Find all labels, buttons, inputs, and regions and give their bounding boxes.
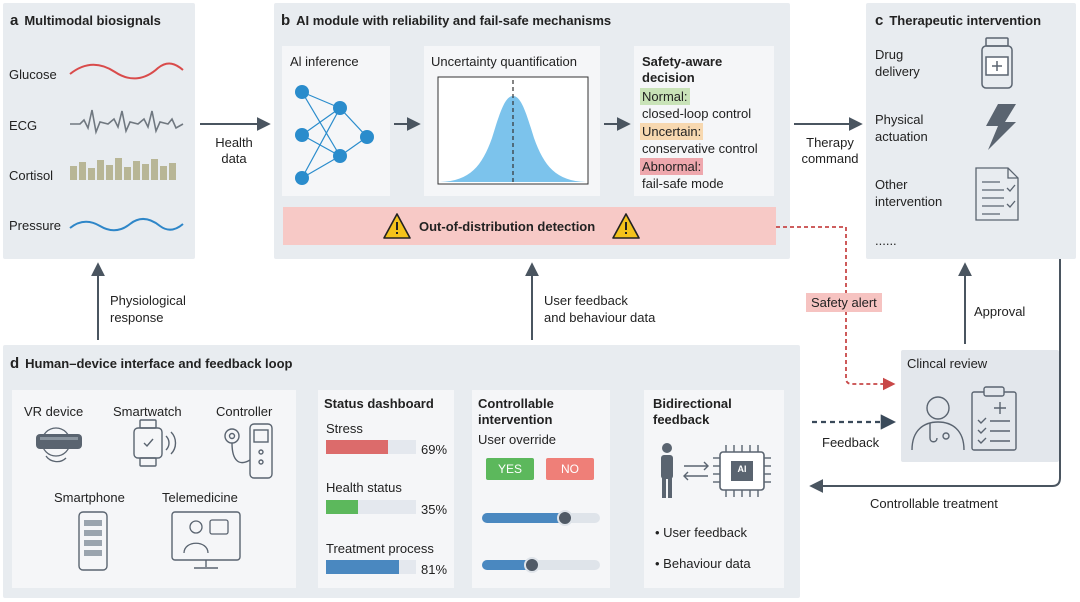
- flow-physio-1: Physiological: [110, 293, 186, 308]
- signal-label-cortisol: Cortisol: [9, 168, 54, 183]
- flow-therapy-2: command: [801, 151, 859, 166]
- flow-controllable-treatment: Controllable treatment: [870, 496, 998, 511]
- flow-approval: Approval: [974, 304, 1026, 319]
- slider-2-fill: [482, 560, 532, 570]
- drug-delivery-line2: delivery: [875, 64, 920, 79]
- panel-a-title-text: Multimodal biosignals: [24, 13, 161, 28]
- slider-1-knob[interactable]: [556, 510, 573, 526]
- panel-a-title: a Multimodal biosignals: [10, 12, 161, 29]
- panel-c-title-text: Therapeutic intervention: [889, 13, 1042, 28]
- uncertainty-label: Uncertainty quantification: [431, 54, 577, 69]
- metric-stress-fill: [326, 440, 389, 454]
- no-button[interactable]: NO: [546, 458, 594, 480]
- panel-b-title: b AI module with reliability and fail-saf…: [281, 12, 611, 29]
- device-vr-label: VR device: [24, 404, 84, 419]
- metric-health-bar: [326, 500, 416, 514]
- physical-actuation-line1: Physical: [875, 112, 924, 127]
- intervention-slider-1[interactable]: [482, 510, 600, 526]
- device-controller-label: Controller: [216, 404, 273, 419]
- slider-1-fill: [482, 513, 565, 523]
- user-override-label: User override: [478, 432, 557, 447]
- panel-d-letter: d: [10, 355, 20, 372]
- controllable-title-2: intervention: [478, 412, 553, 427]
- uncertain-tag: Uncertain:: [640, 123, 704, 140]
- abnormal-tag: Abnormal:: [640, 158, 704, 175]
- device-smartphone-label: Smartphone: [54, 490, 125, 505]
- yes-button[interactable]: YES: [486, 458, 534, 480]
- decision-title-1: Safety-aware: [642, 54, 723, 69]
- panel-b-title-text: AI module with reliability and fail-safe…: [296, 13, 612, 28]
- intervention-slider-2[interactable]: [482, 557, 600, 573]
- metric-treatment-pct: 81%: [421, 562, 448, 577]
- more-interventions: ......: [875, 233, 897, 248]
- bidirectional-item-behaviour-data: • Behaviour data: [655, 556, 751, 571]
- flow-therapy-1: Therapy: [806, 135, 854, 150]
- flow-user-feedback-1: User feedback: [544, 293, 628, 308]
- panel-a-letter: a: [10, 12, 19, 29]
- signal-label-glucose: Glucose: [9, 67, 57, 82]
- abnormal-desc: fail-safe mode: [642, 176, 724, 191]
- metric-treatment-fill: [326, 560, 399, 574]
- metric-health-pct: 35%: [421, 502, 448, 517]
- signal-label-pressure: Pressure: [9, 218, 62, 233]
- normal-desc: closed-loop control: [642, 106, 752, 121]
- drug-delivery-line1: Drug: [875, 47, 904, 62]
- ood-label: Out-of-distribution detection: [419, 219, 596, 234]
- safety-alert-label: Safety alert: [806, 293, 882, 312]
- metric-health-label: Health status: [326, 480, 402, 495]
- panel-therapeutic-intervention: [866, 3, 1076, 259]
- uncertain-desc: conservative control: [642, 141, 758, 156]
- physical-actuation-line2: actuation: [875, 129, 928, 144]
- other-intervention-line1: Other: [875, 177, 908, 192]
- panel-d-title: d Human–device interface and feedback loo…: [10, 355, 292, 372]
- controllable-intervention-card: [472, 390, 610, 588]
- slider-2-knob[interactable]: [523, 557, 540, 573]
- signal-label-ecg: ECG: [9, 118, 38, 133]
- flow-feedback: Feedback: [822, 435, 880, 450]
- ai-chip-label: AI: [737, 464, 747, 474]
- decision-title-2: decision: [642, 70, 695, 85]
- controllable-title-1: Controllable: [478, 396, 554, 411]
- bidirectional-item-user-feedback: • User feedback: [655, 525, 747, 540]
- clinical-review-label: Clincal review: [907, 356, 988, 371]
- metric-treatment-label: Treatment process: [326, 541, 434, 556]
- device-telemedicine-label: Telemedicine: [162, 490, 238, 505]
- ood-detection-bar: [283, 207, 776, 245]
- metric-treatment-bar: [326, 560, 416, 574]
- bidirectional-title-2: feedback: [653, 412, 710, 427]
- panel-c-title: c Therapeutic intervention: [875, 12, 1041, 29]
- dashboard-title: Status dashboard: [324, 396, 434, 411]
- metric-stress-bar: [326, 440, 416, 454]
- status-dashboard-card: [318, 390, 454, 588]
- panel-c-letter: c: [875, 12, 884, 29]
- flow-user-feedback-2: and behaviour data: [544, 310, 656, 325]
- metric-health-fill: [326, 500, 358, 514]
- metric-stress-label: Stress: [326, 421, 363, 436]
- flow-health-2: data: [221, 151, 247, 166]
- other-intervention-line2: intervention: [875, 194, 943, 209]
- flow-health-1: Health: [215, 135, 253, 150]
- bidirectional-title-1: Bidirectional: [653, 396, 732, 411]
- metric-stress-pct: 69%: [421, 442, 448, 457]
- panel-b-letter: b: [281, 12, 291, 29]
- normal-tag: Normal:: [640, 88, 690, 105]
- flow-physio-2: response: [110, 310, 164, 325]
- panel-d-title-text: Human–device interface and feedback loop: [25, 356, 293, 371]
- device-smartwatch-label: Smartwatch: [113, 404, 182, 419]
- ai-inference-label: Al inference: [290, 54, 359, 69]
